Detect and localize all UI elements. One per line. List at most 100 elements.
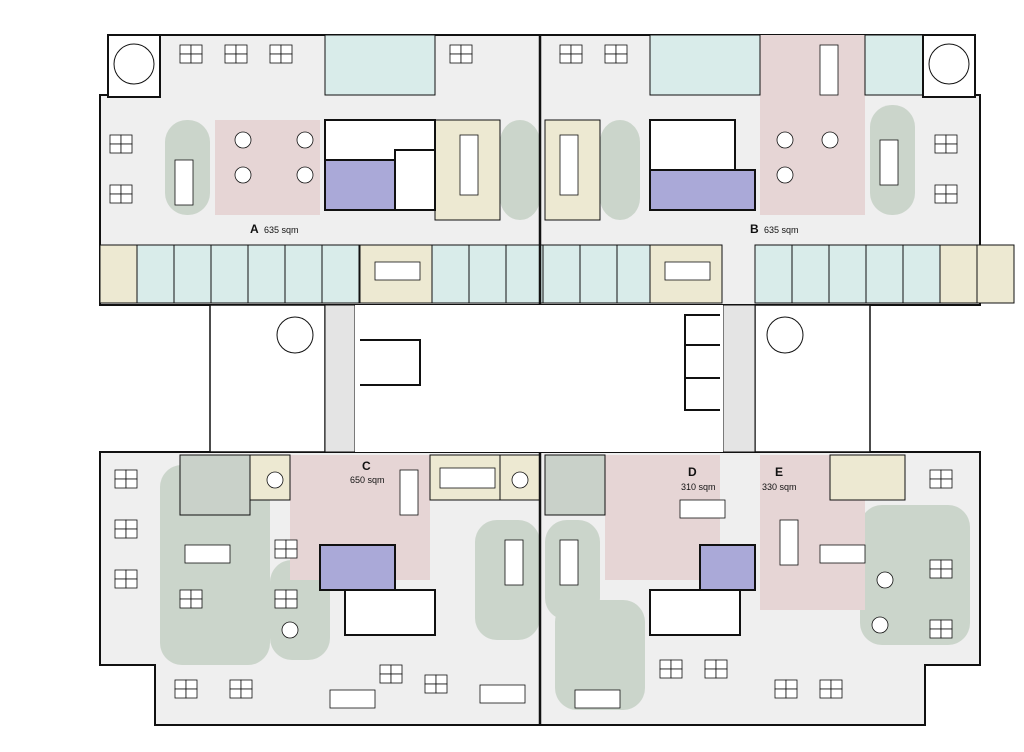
office-room [173, 244, 212, 304]
office-room [99, 244, 138, 304]
desk [670, 659, 683, 670]
desk [285, 548, 298, 559]
desk [269, 53, 282, 64]
desk [774, 679, 787, 690]
desk [120, 193, 133, 204]
left-stair-railing [360, 339, 421, 386]
desk [570, 53, 583, 64]
desk [190, 589, 203, 600]
desk [190, 598, 203, 609]
green-island [860, 505, 970, 645]
desk [934, 184, 947, 195]
desk [715, 659, 728, 670]
desk [774, 688, 787, 699]
office-room [321, 244, 360, 304]
desk [929, 478, 942, 489]
desk [114, 578, 127, 589]
zone-letter: A [250, 222, 259, 236]
core-room [649, 119, 736, 171]
conference-table [559, 539, 579, 586]
spiral-stair-icon [276, 316, 314, 354]
conference-table [574, 689, 621, 709]
desk [929, 619, 942, 630]
desk [125, 569, 138, 580]
round-table [266, 471, 284, 489]
desk [125, 578, 138, 589]
round-table [511, 471, 529, 489]
desk [285, 539, 298, 550]
conference-table [559, 134, 579, 196]
desk [179, 589, 192, 600]
office-room [505, 244, 544, 304]
desk [659, 659, 672, 670]
conference-table [439, 467, 496, 489]
desk [704, 668, 717, 679]
conference-table [819, 544, 866, 564]
office-room [976, 244, 1015, 304]
desk [704, 659, 717, 670]
desk [125, 469, 138, 480]
zone-label-e: E 330 sqm [762, 465, 797, 492]
conference-table [184, 544, 231, 564]
desk [174, 679, 187, 690]
office-room [865, 244, 904, 304]
conference-table [819, 44, 839, 96]
desk [109, 184, 122, 195]
desk [785, 679, 798, 690]
zone-area: 310 sqm [681, 482, 716, 492]
desk [280, 53, 293, 64]
zones [99, 34, 1015, 710]
zone-area: 330 sqm [762, 482, 797, 492]
desk [285, 598, 298, 609]
desk [114, 519, 127, 530]
desk [274, 539, 287, 550]
desk [945, 193, 958, 204]
office-room [791, 244, 830, 304]
desk [449, 44, 462, 55]
desk [830, 688, 843, 699]
desk [934, 143, 947, 154]
desk [819, 688, 832, 699]
desk [240, 679, 253, 690]
desk [940, 619, 953, 630]
desk [670, 668, 683, 679]
conference-table [504, 539, 524, 586]
desks [109, 44, 958, 709]
office-room [864, 34, 924, 96]
spiral-stair-icon [113, 43, 155, 85]
conference-table [664, 261, 711, 281]
desk [185, 688, 198, 699]
desk [934, 134, 947, 145]
restroom [699, 544, 756, 591]
desk [940, 478, 953, 489]
desk [235, 44, 248, 55]
desk [274, 548, 287, 559]
connector [209, 304, 871, 453]
desk [615, 53, 628, 64]
desk [179, 53, 192, 64]
round-table [234, 131, 252, 149]
desk [940, 469, 953, 480]
core-room [649, 589, 741, 636]
desk [120, 143, 133, 154]
desk [449, 53, 462, 64]
desk [190, 44, 203, 55]
round-table [776, 131, 794, 149]
phone-booth [544, 454, 606, 516]
conference-table [479, 684, 526, 704]
office-room [324, 34, 436, 96]
desk [435, 674, 448, 685]
office-room [210, 244, 249, 304]
spiral-stair-icon [766, 316, 804, 354]
desk [274, 589, 287, 600]
zone-letter: E [775, 465, 783, 479]
desk [229, 679, 242, 690]
round-table [234, 166, 252, 184]
desk [379, 673, 392, 684]
desk [940, 559, 953, 570]
desk [229, 688, 242, 699]
